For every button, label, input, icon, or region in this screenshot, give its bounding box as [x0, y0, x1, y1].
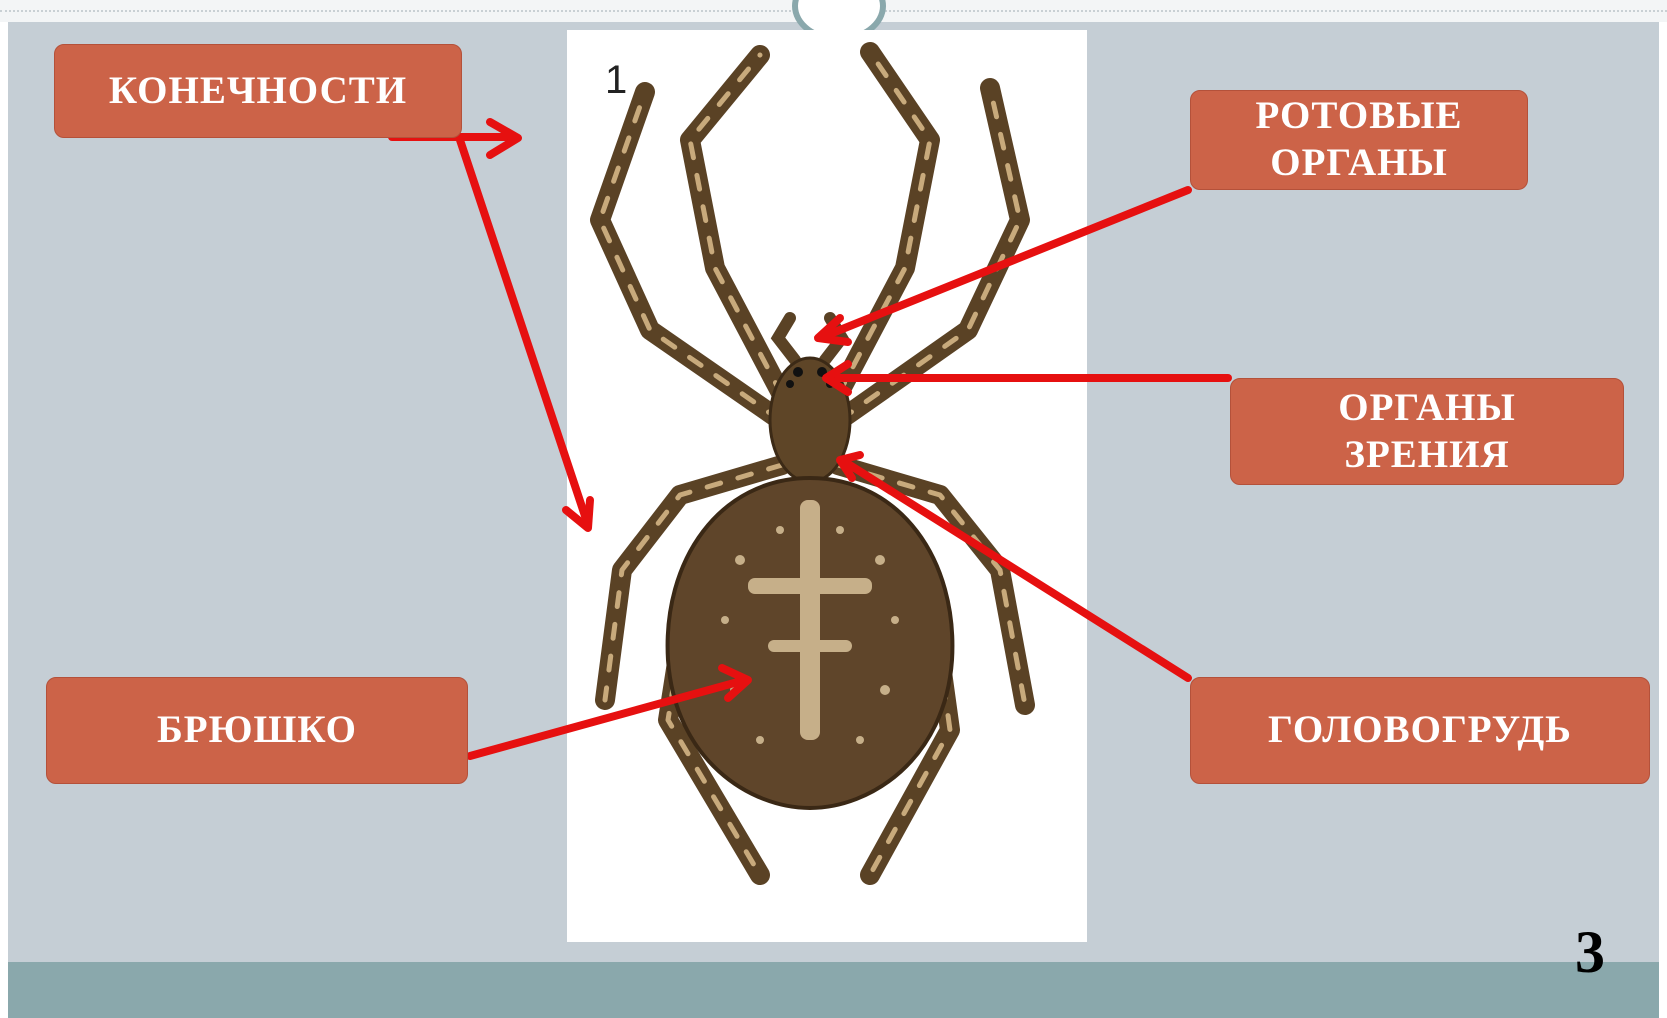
label-vision-organs: ОРГАНЫ ЗРЕНИЯ — [1230, 378, 1624, 485]
label-mouth-organs: РОТОВЫЕ ОРГАНЫ — [1190, 90, 1528, 190]
arrow-vision-organs — [826, 364, 1228, 392]
label-limbs: КОНЕЧНОСТИ — [54, 44, 462, 138]
slide-number: 3 — [1575, 918, 1605, 987]
arrow-abdomen — [470, 668, 748, 756]
arrow-limbs-bottom — [460, 140, 590, 528]
arrow-mouth-organs — [818, 190, 1188, 342]
label-cephalothorax: ГОЛОВОГРУДЬ — [1190, 677, 1650, 784]
label-abdomen: БРЮШКО — [46, 677, 468, 784]
arrow-cephalothorax — [840, 455, 1188, 678]
